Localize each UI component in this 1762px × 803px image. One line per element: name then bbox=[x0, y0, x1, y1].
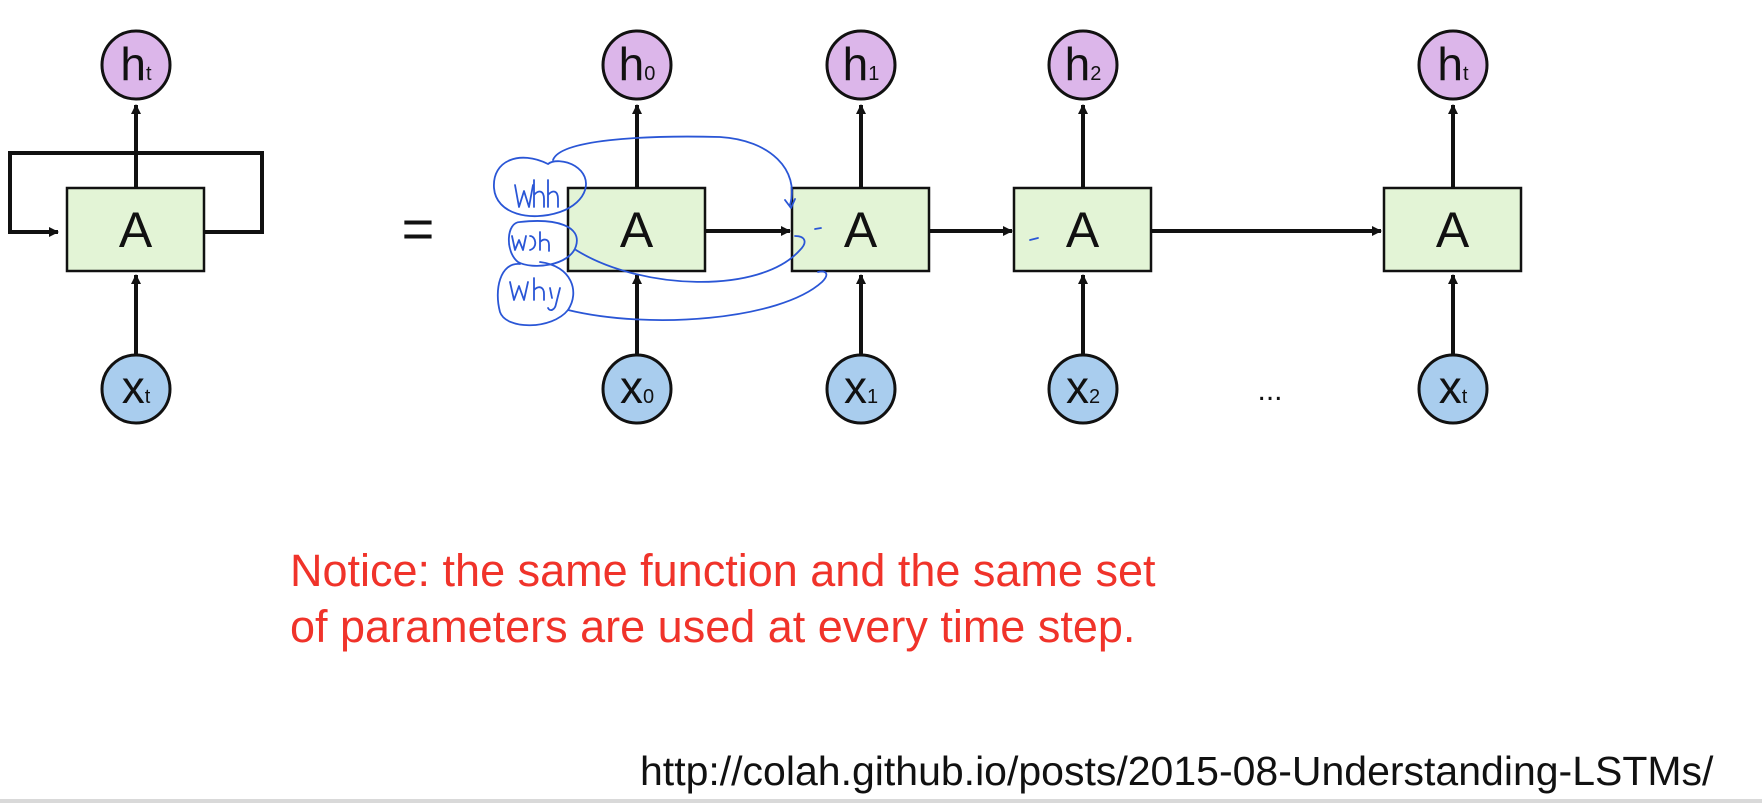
cell-0-label: A bbox=[620, 202, 654, 258]
annotation-scribble-whh bbox=[514, 179, 559, 208]
folded-input-subscript: t bbox=[145, 386, 151, 408]
output-1-subscript: 1 bbox=[868, 63, 879, 85]
cell-0 bbox=[566, 186, 707, 273]
annotation-loop-1 bbox=[493, 156, 587, 218]
folded-output-symbol: h bbox=[120, 38, 146, 90]
svg-text:ht: ht bbox=[120, 38, 152, 90]
annotation-curve-bottom bbox=[567, 270, 828, 321]
folded-input-symbol: x bbox=[122, 361, 145, 413]
output-1-symbol: h bbox=[843, 38, 869, 90]
svg-text:xt: xt bbox=[122, 361, 151, 413]
input-1-subscript: 1 bbox=[867, 386, 878, 408]
cell-t-label: A bbox=[1436, 202, 1470, 258]
input-node-0 bbox=[601, 353, 673, 425]
cell-t bbox=[1382, 186, 1523, 273]
folded-rnn: A ht xt bbox=[8, 29, 264, 425]
input-0-subscript: 0 bbox=[643, 386, 654, 408]
input-1-symbol: x bbox=[844, 361, 867, 413]
output-t-symbol: h bbox=[1437, 38, 1463, 90]
annotation-scribble-wxh bbox=[511, 231, 550, 252]
annotation-scribble-why bbox=[509, 277, 561, 311]
svg-text:ht: ht bbox=[1437, 38, 1469, 90]
timestep-0: A h0 x0 bbox=[566, 29, 707, 425]
annotation-loop-3 bbox=[496, 261, 575, 327]
svg-text:x1: x1 bbox=[844, 361, 878, 413]
output-t-subscript: t bbox=[1463, 63, 1469, 85]
svg-text:h2: h2 bbox=[1065, 38, 1102, 90]
output-node-0 bbox=[601, 29, 673, 101]
output-0-subscript: 0 bbox=[644, 63, 655, 85]
notice-line-1: Notice: the same function and the same s… bbox=[290, 545, 1156, 596]
cell-2-label: A bbox=[1066, 202, 1100, 258]
svg-text:x0: x0 bbox=[620, 361, 654, 413]
handwritten-annotation bbox=[493, 135, 1039, 327]
folded-output-node bbox=[100, 29, 172, 101]
bottom-divider bbox=[0, 799, 1762, 803]
equals-sign: = bbox=[402, 197, 435, 260]
annotation-tick-2 bbox=[1029, 237, 1039, 241]
output-2-subscript: 2 bbox=[1090, 63, 1101, 85]
timestep-2: A h2 x2 bbox=[1012, 29, 1153, 425]
input-node-2 bbox=[1047, 353, 1119, 425]
cell-1-label: A bbox=[844, 202, 878, 258]
timestep-t: A ht xt bbox=[1382, 29, 1523, 425]
cell-2 bbox=[1012, 186, 1153, 273]
svg-text:xt: xt bbox=[1439, 361, 1468, 413]
notice-text: Notice: the same function and the same s… bbox=[290, 543, 1155, 655]
annotation-loop-2 bbox=[507, 220, 578, 267]
svg-text:h1: h1 bbox=[843, 38, 880, 90]
timestep-1: A h1 x1 bbox=[790, 29, 931, 425]
svg-text:x2: x2 bbox=[1066, 361, 1100, 413]
output-node-t bbox=[1417, 29, 1489, 101]
annotation-tick-1 bbox=[814, 227, 822, 230]
output-node-2 bbox=[1047, 29, 1119, 101]
input-2-subscript: 2 bbox=[1089, 386, 1100, 408]
output-node-1 bbox=[825, 29, 897, 101]
output-2-symbol: h bbox=[1065, 38, 1091, 90]
input-2-symbol: x bbox=[1066, 361, 1089, 413]
input-0-symbol: x bbox=[620, 361, 643, 413]
source-url: http://colah.github.io/posts/2015-08-Und… bbox=[640, 748, 1714, 794]
svg-text:h0: h0 bbox=[619, 38, 656, 90]
output-0-symbol: h bbox=[619, 38, 645, 90]
folded-cell bbox=[65, 186, 206, 273]
ellipsis: ... bbox=[1257, 374, 1282, 407]
notice-line-2: of parameters are used at every time ste… bbox=[290, 601, 1136, 652]
input-node-1 bbox=[825, 353, 897, 425]
folded-output-subscript: t bbox=[146, 63, 152, 85]
folded-input-node bbox=[100, 353, 172, 425]
annotation-curve-top bbox=[552, 135, 796, 209]
input-t-subscript: t bbox=[1462, 386, 1468, 408]
folded-cell-label: A bbox=[119, 202, 153, 258]
input-node-t bbox=[1417, 353, 1489, 425]
unrolled-rnn: A h0 x0 A h1 x1 A h2 x2 bbox=[566, 29, 1523, 425]
annotation-curve-mid bbox=[575, 235, 806, 283]
input-t-symbol: x bbox=[1439, 361, 1462, 413]
